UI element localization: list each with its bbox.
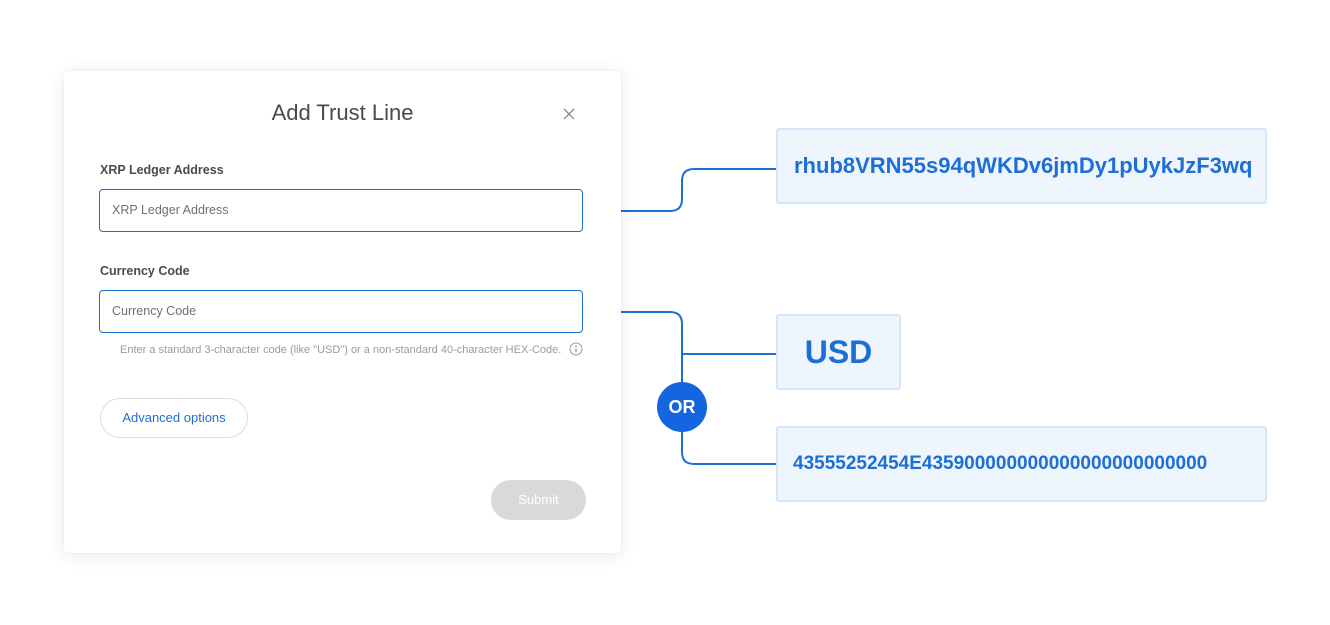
address-label: XRP Ledger Address	[100, 163, 224, 177]
add-trust-line-modal: Add Trust Line XRP Ledger Address Curren…	[64, 71, 621, 553]
advanced-options-button[interactable]: Advanced options	[100, 398, 248, 438]
currency-hint: Enter a standard 3-character code (like …	[120, 344, 562, 356]
close-icon[interactable]	[562, 107, 576, 121]
modal-title: Add Trust Line	[271, 100, 414, 125]
hex-example-callout: 43555252454E435900000000000000000000000	[776, 426, 1267, 502]
usd-example-callout: USD	[776, 314, 901, 390]
address-input[interactable]	[112, 190, 567, 230]
address-example-callout: rhub8VRN55s94qWKDv6jmDy1pUykJzF3wq	[776, 128, 1267, 204]
address-field-box	[99, 189, 583, 232]
currency-field-box	[99, 290, 583, 333]
info-icon[interactable]	[569, 342, 583, 356]
or-badge: OR	[657, 382, 707, 432]
currency-input[interactable]	[112, 291, 567, 331]
submit-button[interactable]: Submit	[491, 480, 586, 520]
address-connector	[586, 168, 778, 212]
currency-label: Currency Code	[100, 264, 190, 278]
